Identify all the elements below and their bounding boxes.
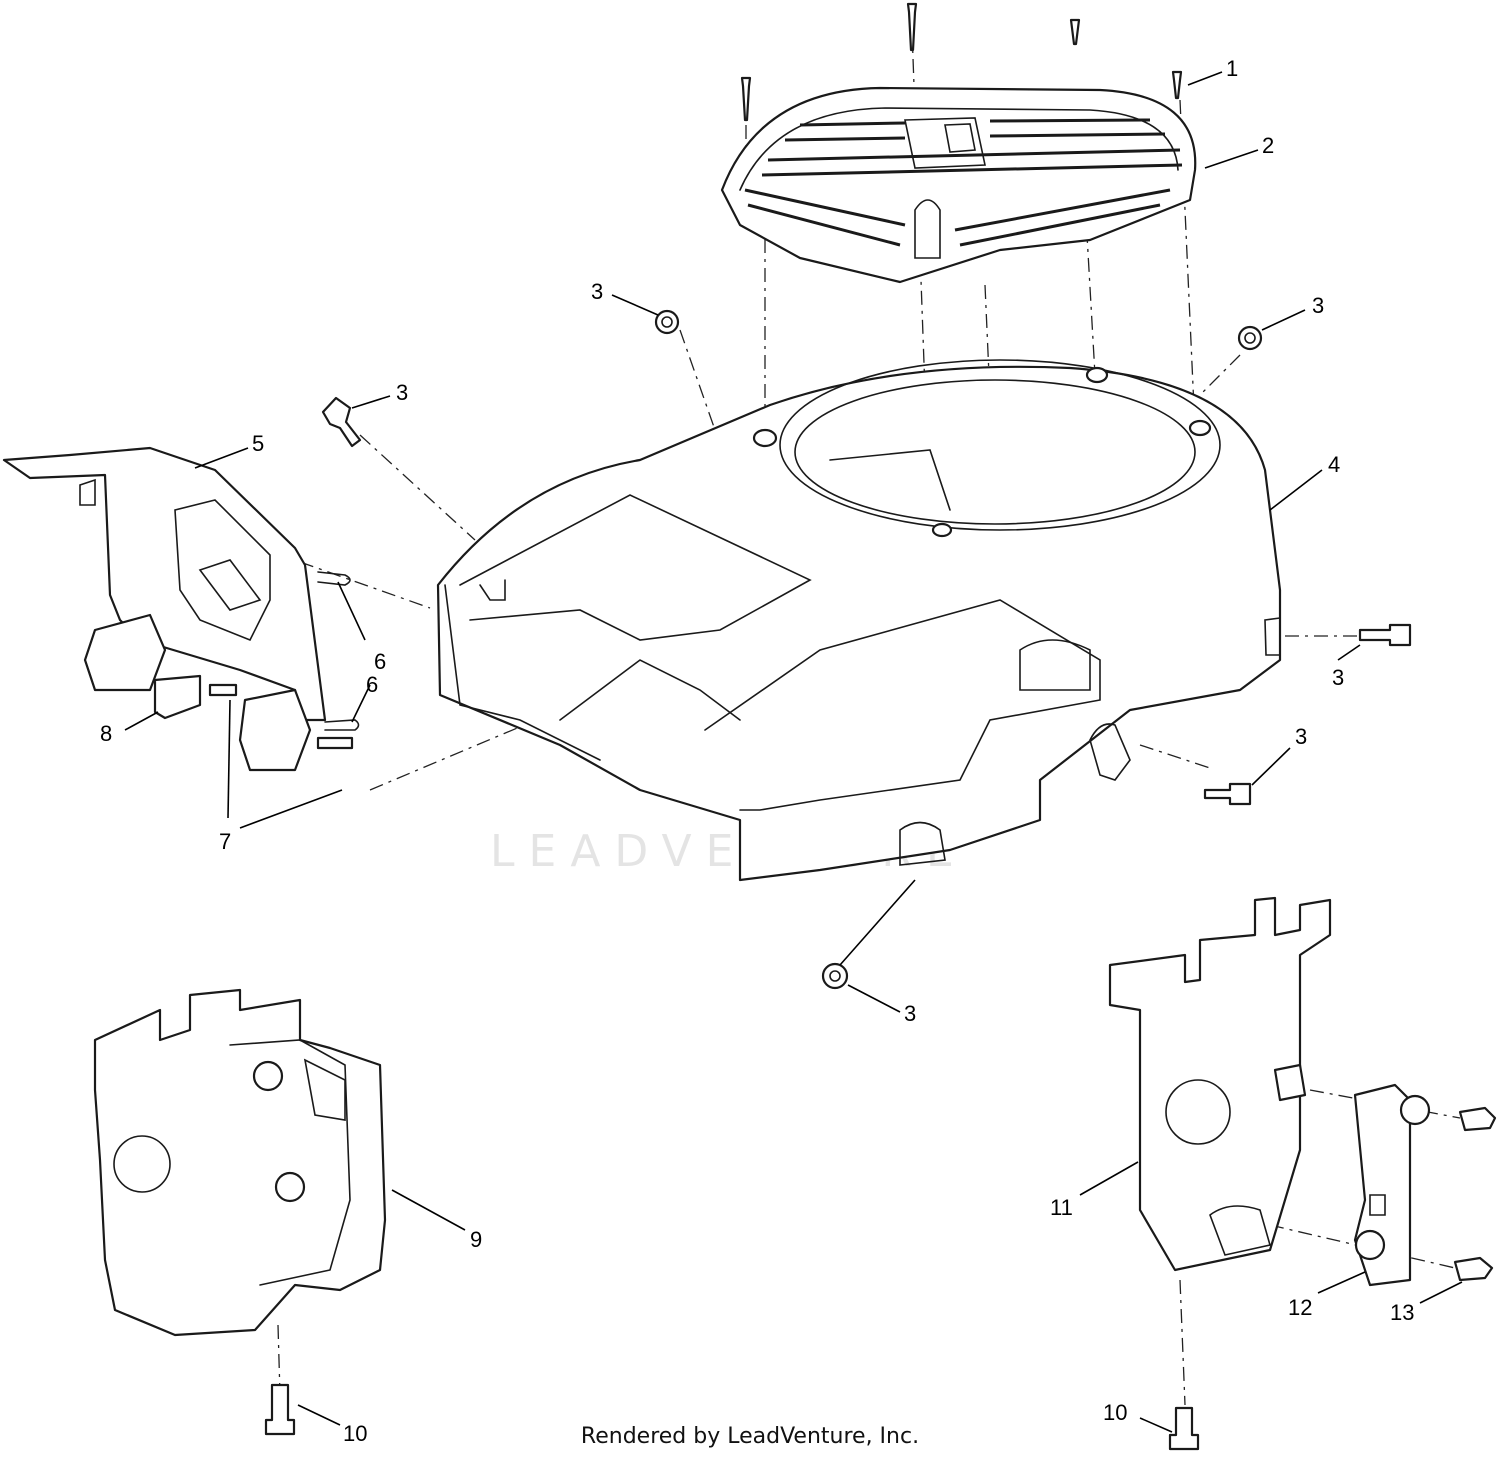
callout-1: 1 [1226, 56, 1238, 81]
callout-10-right: 10 [1103, 1400, 1127, 1425]
lower-right-shield [1108, 896, 1332, 1272]
callout-2: 2 [1262, 133, 1274, 158]
callout-3-right: 3 [1332, 665, 1344, 690]
housing-bolts [321, 309, 1412, 990]
callout-3-left: 3 [396, 380, 408, 405]
callout-3-mid-right: 3 [1295, 724, 1307, 749]
lower-bolts [264, 1383, 1200, 1451]
callout-8: 8 [100, 721, 112, 746]
blower-grille-cover [720, 86, 1197, 284]
callout-10-left: 10 [343, 1421, 367, 1446]
assembly-lines [277, 29, 1461, 1406]
callout-3-bottom: 3 [904, 1001, 916, 1026]
callout-6-upper: 6 [374, 649, 386, 674]
callouts: 1 2 3 3 3 3 3 3 4 5 6 6 7 8 9 10 10 11 1… [100, 56, 1414, 1446]
callout-5: 5 [252, 431, 264, 456]
callout-6-lower: 6 [366, 672, 378, 697]
callout-13: 13 [1390, 1300, 1414, 1325]
small-bracket [1353, 1083, 1431, 1287]
leader-lines [124, 71, 1463, 1433]
bracket-bolts [1453, 1106, 1497, 1282]
side-shroud-bracket [2, 446, 327, 772]
callout-4: 4 [1328, 452, 1340, 477]
callout-11: 11 [1050, 1195, 1073, 1220]
callout-3-top-right: 3 [1312, 293, 1324, 318]
callout-9: 9 [470, 1227, 482, 1252]
lower-left-shield [93, 988, 387, 1337]
callout-12: 12 [1288, 1295, 1312, 1320]
blower-housing [436, 359, 1282, 882]
footer-credit: Rendered by LeadVenture, Inc. [580, 1424, 920, 1449]
callout-7: 7 [219, 829, 231, 854]
callout-3-top-left: 3 [591, 279, 603, 304]
clips-pins-bracket [153, 571, 360, 750]
grille-screws [740, 2, 1183, 122]
